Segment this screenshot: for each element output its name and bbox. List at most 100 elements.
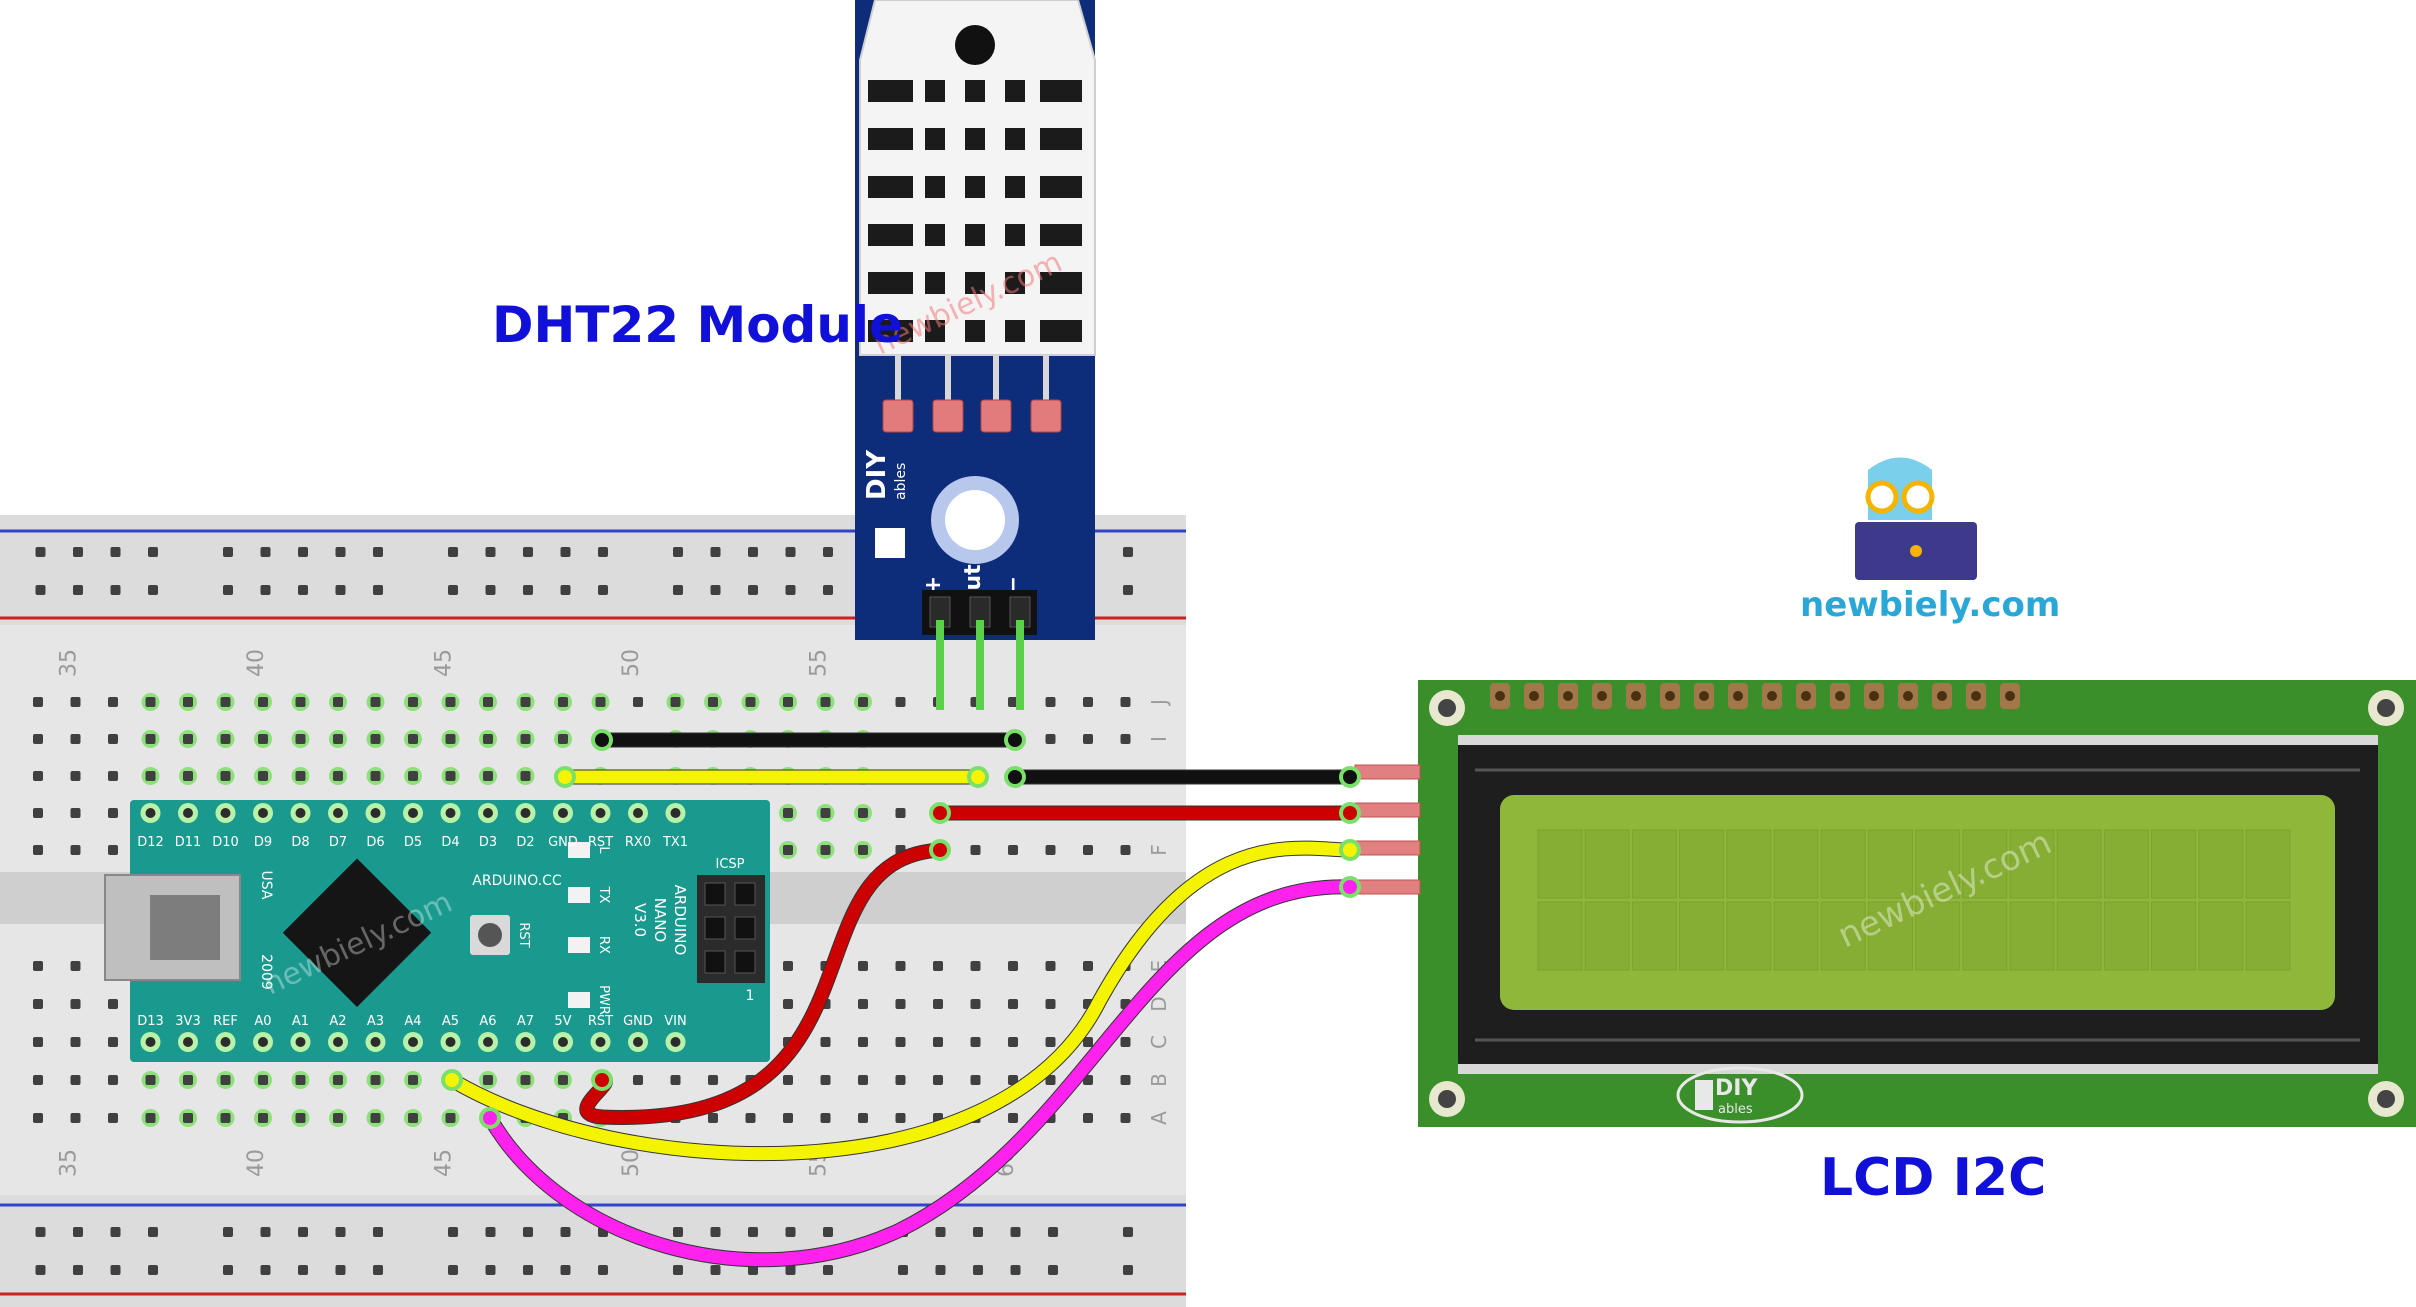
hole <box>108 808 118 818</box>
hole <box>485 547 496 557</box>
pin-label-top: RX0 <box>625 835 651 850</box>
hole <box>108 1075 118 1085</box>
hole <box>183 771 193 781</box>
hole <box>1123 1227 1133 1237</box>
header-pin-hole <box>258 1037 268 1047</box>
hole <box>445 1113 456 1123</box>
hole <box>708 697 718 707</box>
dht-leg <box>895 355 901 405</box>
hole <box>785 1265 796 1275</box>
hole <box>820 845 831 855</box>
lcd-header-pin-hole <box>1699 691 1709 701</box>
hole <box>633 697 643 707</box>
hole <box>1045 697 1056 707</box>
icsp-pin <box>704 950 726 974</box>
wires <box>441 729 1361 1268</box>
row-letter-label: A <box>1147 1111 1171 1125</box>
hole <box>258 734 268 744</box>
header-pin-hole <box>183 808 193 818</box>
hole <box>1008 1075 1018 1085</box>
hole <box>1045 999 1056 1009</box>
header-pin-hole <box>445 1037 456 1047</box>
lcd-i2c-pin <box>1354 764 1421 780</box>
brand-text: newbiely.com <box>1800 585 2061 625</box>
hole <box>370 771 381 781</box>
hole <box>785 1227 796 1237</box>
lcd-char-cell <box>1773 901 1819 971</box>
wire-endpoint <box>441 1069 463 1091</box>
hole <box>335 547 346 557</box>
hole <box>710 1265 721 1275</box>
hole <box>933 999 943 1009</box>
pin-label-bottom: RST <box>588 1014 613 1029</box>
dht-vent-slot <box>965 80 985 102</box>
hole <box>1083 1113 1093 1123</box>
hole <box>108 734 118 744</box>
hole <box>748 1265 758 1275</box>
hole <box>670 1075 681 1085</box>
lcd-header-pin-hole <box>1767 691 1777 701</box>
hole <box>673 1227 683 1237</box>
pin-label-bottom: A5 <box>442 1014 459 1029</box>
lcd-char-cell <box>2151 901 2197 971</box>
hole <box>335 585 346 595</box>
lcd-logo-diy: DIY <box>1715 1076 1758 1101</box>
lcd-char-cell <box>1820 829 1866 899</box>
header-pin-hole <box>408 1037 418 1047</box>
hole <box>895 999 906 1009</box>
dht-mount-hole <box>955 25 995 65</box>
lcd-header-pin-hole <box>1801 691 1811 701</box>
dht-vent-slot <box>868 80 913 102</box>
icsp-pin <box>734 882 756 906</box>
dht-vent-slot <box>1040 176 1082 198</box>
hole <box>258 697 268 707</box>
wire-scl <box>483 880 1357 1267</box>
hole <box>148 585 158 595</box>
lcd-i2c-pin <box>1354 879 1421 895</box>
hole <box>145 1075 156 1085</box>
led-label: TX <box>596 886 611 904</box>
lcd-char-cell <box>1679 829 1725 899</box>
header-pin-hole <box>595 808 606 818</box>
hole <box>783 1113 793 1123</box>
dht-vent-slot <box>965 272 985 294</box>
hole <box>370 1075 381 1085</box>
lcd-char-cell <box>1631 829 1677 899</box>
hole <box>1120 734 1131 744</box>
lcd-mount-hole-center <box>2377 699 2395 717</box>
hole <box>33 999 43 1009</box>
dht-vent-slot <box>1040 272 1082 294</box>
header-pin-hole <box>520 1037 531 1047</box>
icsp-label: ICSP <box>715 857 744 872</box>
icsp-pin <box>704 916 726 940</box>
dht-logo-ables: ables <box>893 463 909 500</box>
hole <box>710 1227 721 1237</box>
hole <box>858 845 868 855</box>
hole <box>33 808 43 818</box>
header-pin-hole <box>295 1037 306 1047</box>
column-number-label: 35 <box>57 649 82 677</box>
hole <box>1045 961 1056 971</box>
pin-label-top: RST <box>588 835 613 850</box>
lcd-char-cell <box>2245 901 2291 971</box>
hole <box>373 547 383 557</box>
lcd-bezel-top <box>1458 735 2378 745</box>
hole <box>33 1037 43 1047</box>
hole <box>1008 1037 1018 1047</box>
hole <box>483 771 493 781</box>
mcu-chip <box>282 858 432 1007</box>
lcd-header-pin-hole <box>1495 691 1505 701</box>
owl-eye <box>1865 480 1899 514</box>
hole <box>933 1037 943 1047</box>
hole <box>1008 845 1018 855</box>
lcd-char-cell <box>2103 829 2149 899</box>
hole <box>1083 734 1093 744</box>
pin-label-bottom: A6 <box>479 1014 496 1029</box>
wire-endpoint <box>967 766 989 788</box>
wire-endpoint <box>591 729 613 751</box>
hole <box>1048 1265 1058 1275</box>
usb-port <box>150 895 220 960</box>
hole <box>448 585 458 595</box>
hole <box>333 734 343 744</box>
